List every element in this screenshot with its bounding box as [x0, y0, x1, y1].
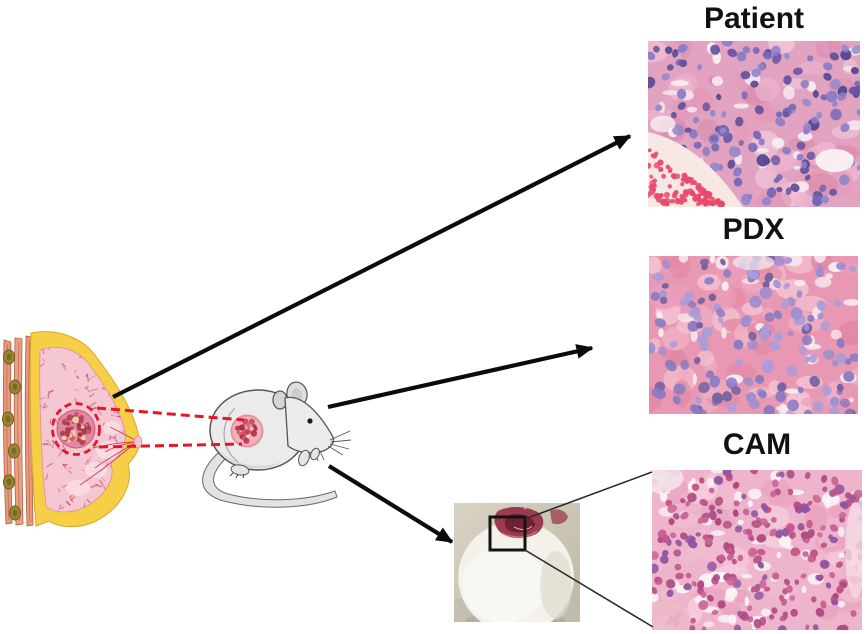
breast-tumor: [51, 402, 101, 456]
graft-dashed-line-upper: [96, 406, 245, 422]
graft-dashed-line-lower: [98, 442, 243, 449]
arrow-to-pdx: [327, 344, 594, 410]
arrow-to-patient: [112, 134, 632, 399]
arrow-to-egg: [327, 464, 454, 544]
mouse-illustration: [202, 381, 352, 508]
cam-callout-line-lower: [524, 549, 654, 628]
mouse-tumor-graft: [230, 414, 264, 448]
mouse-paws: [229, 447, 320, 479]
nipple: [133, 435, 143, 449]
rib-cross-sections: [2, 349, 21, 521]
egg-photo: [454, 503, 580, 622]
egg-tumor-roi-box: [488, 515, 527, 552]
cam-callout-line-upper: [524, 471, 653, 520]
mouse-whiskers: [315, 430, 352, 462]
pdx-label: PDX: [722, 213, 785, 246]
patient-label: Patient: [703, 2, 805, 35]
cam-histology-image: [652, 470, 862, 630]
breast-anatomy-illustration: [2, 331, 143, 528]
tumor-highlight-circle: [51, 402, 101, 456]
mouse-tail: [202, 451, 338, 508]
pdx-histology-image: [649, 256, 858, 414]
mouse-eye: [307, 418, 313, 424]
cam-label: CAM: [722, 428, 792, 461]
patient-histology-image: [648, 41, 860, 207]
